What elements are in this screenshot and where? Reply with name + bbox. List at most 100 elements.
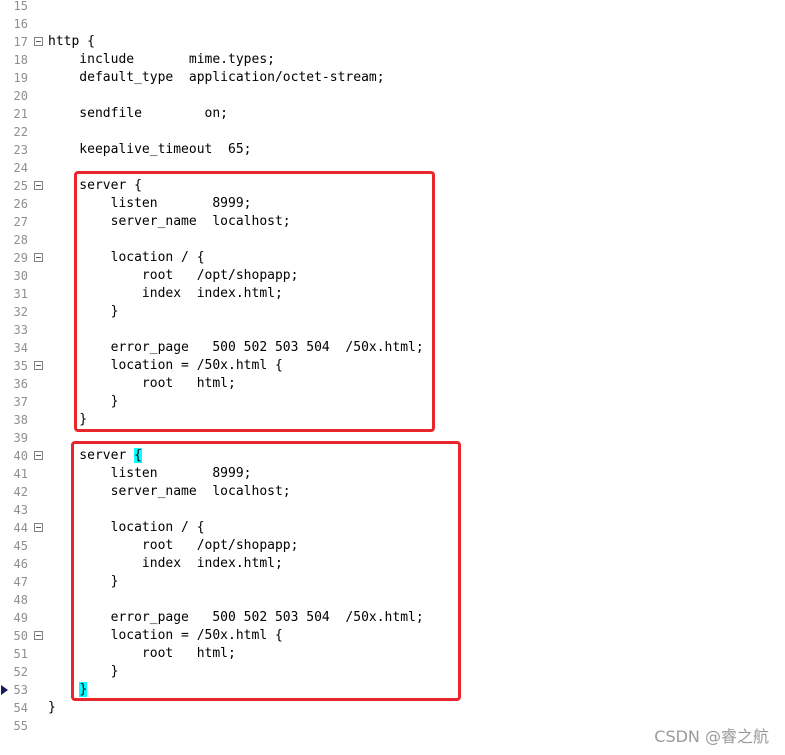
line-number: 17 bbox=[13, 35, 28, 49]
code-line[interactable]: 40 server { bbox=[0, 447, 785, 465]
code-line[interactable]: 43 bbox=[0, 501, 785, 519]
watermark: CSDN @睿之航 bbox=[654, 727, 769, 746]
line-number: 36 bbox=[13, 377, 28, 391]
fold-collapse-icon[interactable] bbox=[34, 181, 43, 190]
fold-collapse-icon[interactable] bbox=[34, 37, 43, 46]
code-text: default_type application/octet-stream; bbox=[48, 70, 385, 85]
fold-collapse-icon[interactable] bbox=[34, 451, 43, 460]
code-line[interactable]: 15 bbox=[0, 0, 785, 15]
code-line[interactable]: 48 bbox=[0, 591, 785, 609]
code-line[interactable]: 54} bbox=[0, 699, 785, 717]
code-text: } bbox=[48, 700, 56, 715]
code-text: root /opt/shopapp; bbox=[48, 268, 299, 283]
code-line[interactable]: 50 location = /50x.html { bbox=[0, 627, 785, 645]
code-text: root html; bbox=[48, 646, 236, 661]
code-line[interactable]: 38 } bbox=[0, 411, 785, 429]
line-number: 15 bbox=[13, 0, 28, 13]
code-line[interactable]: 19 default_type application/octet-stream… bbox=[0, 69, 785, 87]
line-number: 43 bbox=[13, 503, 28, 517]
fold-collapse-icon[interactable] bbox=[34, 253, 43, 262]
code-text: listen 8999; bbox=[48, 466, 252, 481]
code-line[interactable]: 47 } bbox=[0, 573, 785, 591]
code-text: include mime.types; bbox=[48, 52, 275, 67]
code-text: location = /50x.html { bbox=[48, 358, 283, 373]
code-text: } bbox=[48, 394, 119, 409]
line-number: 18 bbox=[13, 53, 28, 67]
code-line[interactable]: 46 index index.html; bbox=[0, 555, 785, 573]
code-line[interactable]: 37 } bbox=[0, 393, 785, 411]
code-text: index index.html; bbox=[48, 556, 283, 571]
line-number: 44 bbox=[13, 521, 28, 535]
line-number: 23 bbox=[13, 143, 28, 157]
line-number: 29 bbox=[13, 251, 28, 265]
fold-collapse-icon[interactable] bbox=[34, 631, 43, 640]
code-line[interactable]: 41 listen 8999; bbox=[0, 465, 785, 483]
code-line[interactable]: 34 error_page 500 502 503 504 /50x.html; bbox=[0, 339, 785, 357]
code-line[interactable]: 16 bbox=[0, 15, 785, 33]
line-number: 46 bbox=[13, 557, 28, 571]
line-number: 45 bbox=[13, 539, 28, 553]
code-line[interactable]: 51 root html; bbox=[0, 645, 785, 663]
annotation-box-server-1 bbox=[74, 171, 435, 432]
code-line[interactable]: 21 sendfile on; bbox=[0, 105, 785, 123]
line-number: 49 bbox=[13, 611, 28, 625]
line-number: 54 bbox=[13, 701, 28, 715]
current-line-marker-icon bbox=[1, 685, 8, 695]
code-line[interactable]: 26 listen 8999; bbox=[0, 195, 785, 213]
line-number: 53 bbox=[13, 683, 28, 697]
code-line[interactable]: 25 server { bbox=[0, 177, 785, 195]
line-number: 38 bbox=[13, 413, 28, 427]
line-number: 21 bbox=[13, 107, 28, 121]
code-line[interactable]: 29 location / { bbox=[0, 249, 785, 267]
code-text: server { bbox=[48, 448, 142, 463]
code-line[interactable]: 30 root /opt/shopapp; bbox=[0, 267, 785, 285]
code-line[interactable]: 24 bbox=[0, 159, 785, 177]
matched-brace: } bbox=[79, 682, 88, 697]
line-number: 33 bbox=[13, 323, 28, 337]
line-number: 48 bbox=[13, 593, 28, 607]
code-line[interactable]: 42 server_name localhost; bbox=[0, 483, 785, 501]
line-number: 31 bbox=[13, 287, 28, 301]
code-text: } bbox=[48, 412, 88, 427]
code-line[interactable]: 33 bbox=[0, 321, 785, 339]
code-line[interactable]: 35 location = /50x.html { bbox=[0, 357, 785, 375]
code-line[interactable]: 20 bbox=[0, 87, 785, 105]
line-number: 16 bbox=[13, 17, 28, 31]
annotation-box-server-2 bbox=[71, 441, 461, 701]
code-line[interactable]: 23 keepalive_timeout 65; bbox=[0, 141, 785, 159]
line-number: 22 bbox=[13, 125, 28, 139]
code-text: root /opt/shopapp; bbox=[48, 538, 299, 553]
code-line[interactable]: 18 include mime.types; bbox=[0, 51, 785, 69]
code-line[interactable]: 32 } bbox=[0, 303, 785, 321]
code-text: server { bbox=[48, 178, 142, 193]
code-line[interactable]: 49 error_page 500 502 503 504 /50x.html; bbox=[0, 609, 785, 627]
code-line[interactable]: 27 server_name localhost; bbox=[0, 213, 785, 231]
code-line[interactable]: 22 bbox=[0, 123, 785, 141]
line-number: 26 bbox=[13, 197, 28, 211]
line-number: 39 bbox=[13, 431, 28, 445]
code-line[interactable]: 52 } bbox=[0, 663, 785, 681]
line-number: 41 bbox=[13, 467, 28, 481]
fold-collapse-icon[interactable] bbox=[34, 361, 43, 370]
code-text: } bbox=[48, 304, 119, 319]
code-line[interactable]: 36 root html; bbox=[0, 375, 785, 393]
line-number: 40 bbox=[13, 449, 28, 463]
line-number: 20 bbox=[13, 89, 28, 103]
code-line[interactable]: 44 location / { bbox=[0, 519, 785, 537]
code-line[interactable]: 45 root /opt/shopapp; bbox=[0, 537, 785, 555]
line-number: 25 bbox=[13, 179, 28, 193]
code-text: location / { bbox=[48, 250, 205, 265]
line-number: 24 bbox=[13, 161, 28, 175]
code-line[interactable]: 39 bbox=[0, 429, 785, 447]
fold-collapse-icon[interactable] bbox=[34, 523, 43, 532]
code-line[interactable]: 31 index index.html; bbox=[0, 285, 785, 303]
line-number: 19 bbox=[13, 71, 28, 85]
code-text: error_page 500 502 503 504 /50x.html; bbox=[48, 610, 424, 625]
code-line[interactable]: 28 bbox=[0, 231, 785, 249]
code-text: server_name localhost; bbox=[48, 484, 291, 499]
code-text: location = /50x.html { bbox=[48, 628, 283, 643]
code-line[interactable]: 53 } bbox=[0, 681, 785, 699]
code-line[interactable]: 55 bbox=[0, 717, 785, 735]
